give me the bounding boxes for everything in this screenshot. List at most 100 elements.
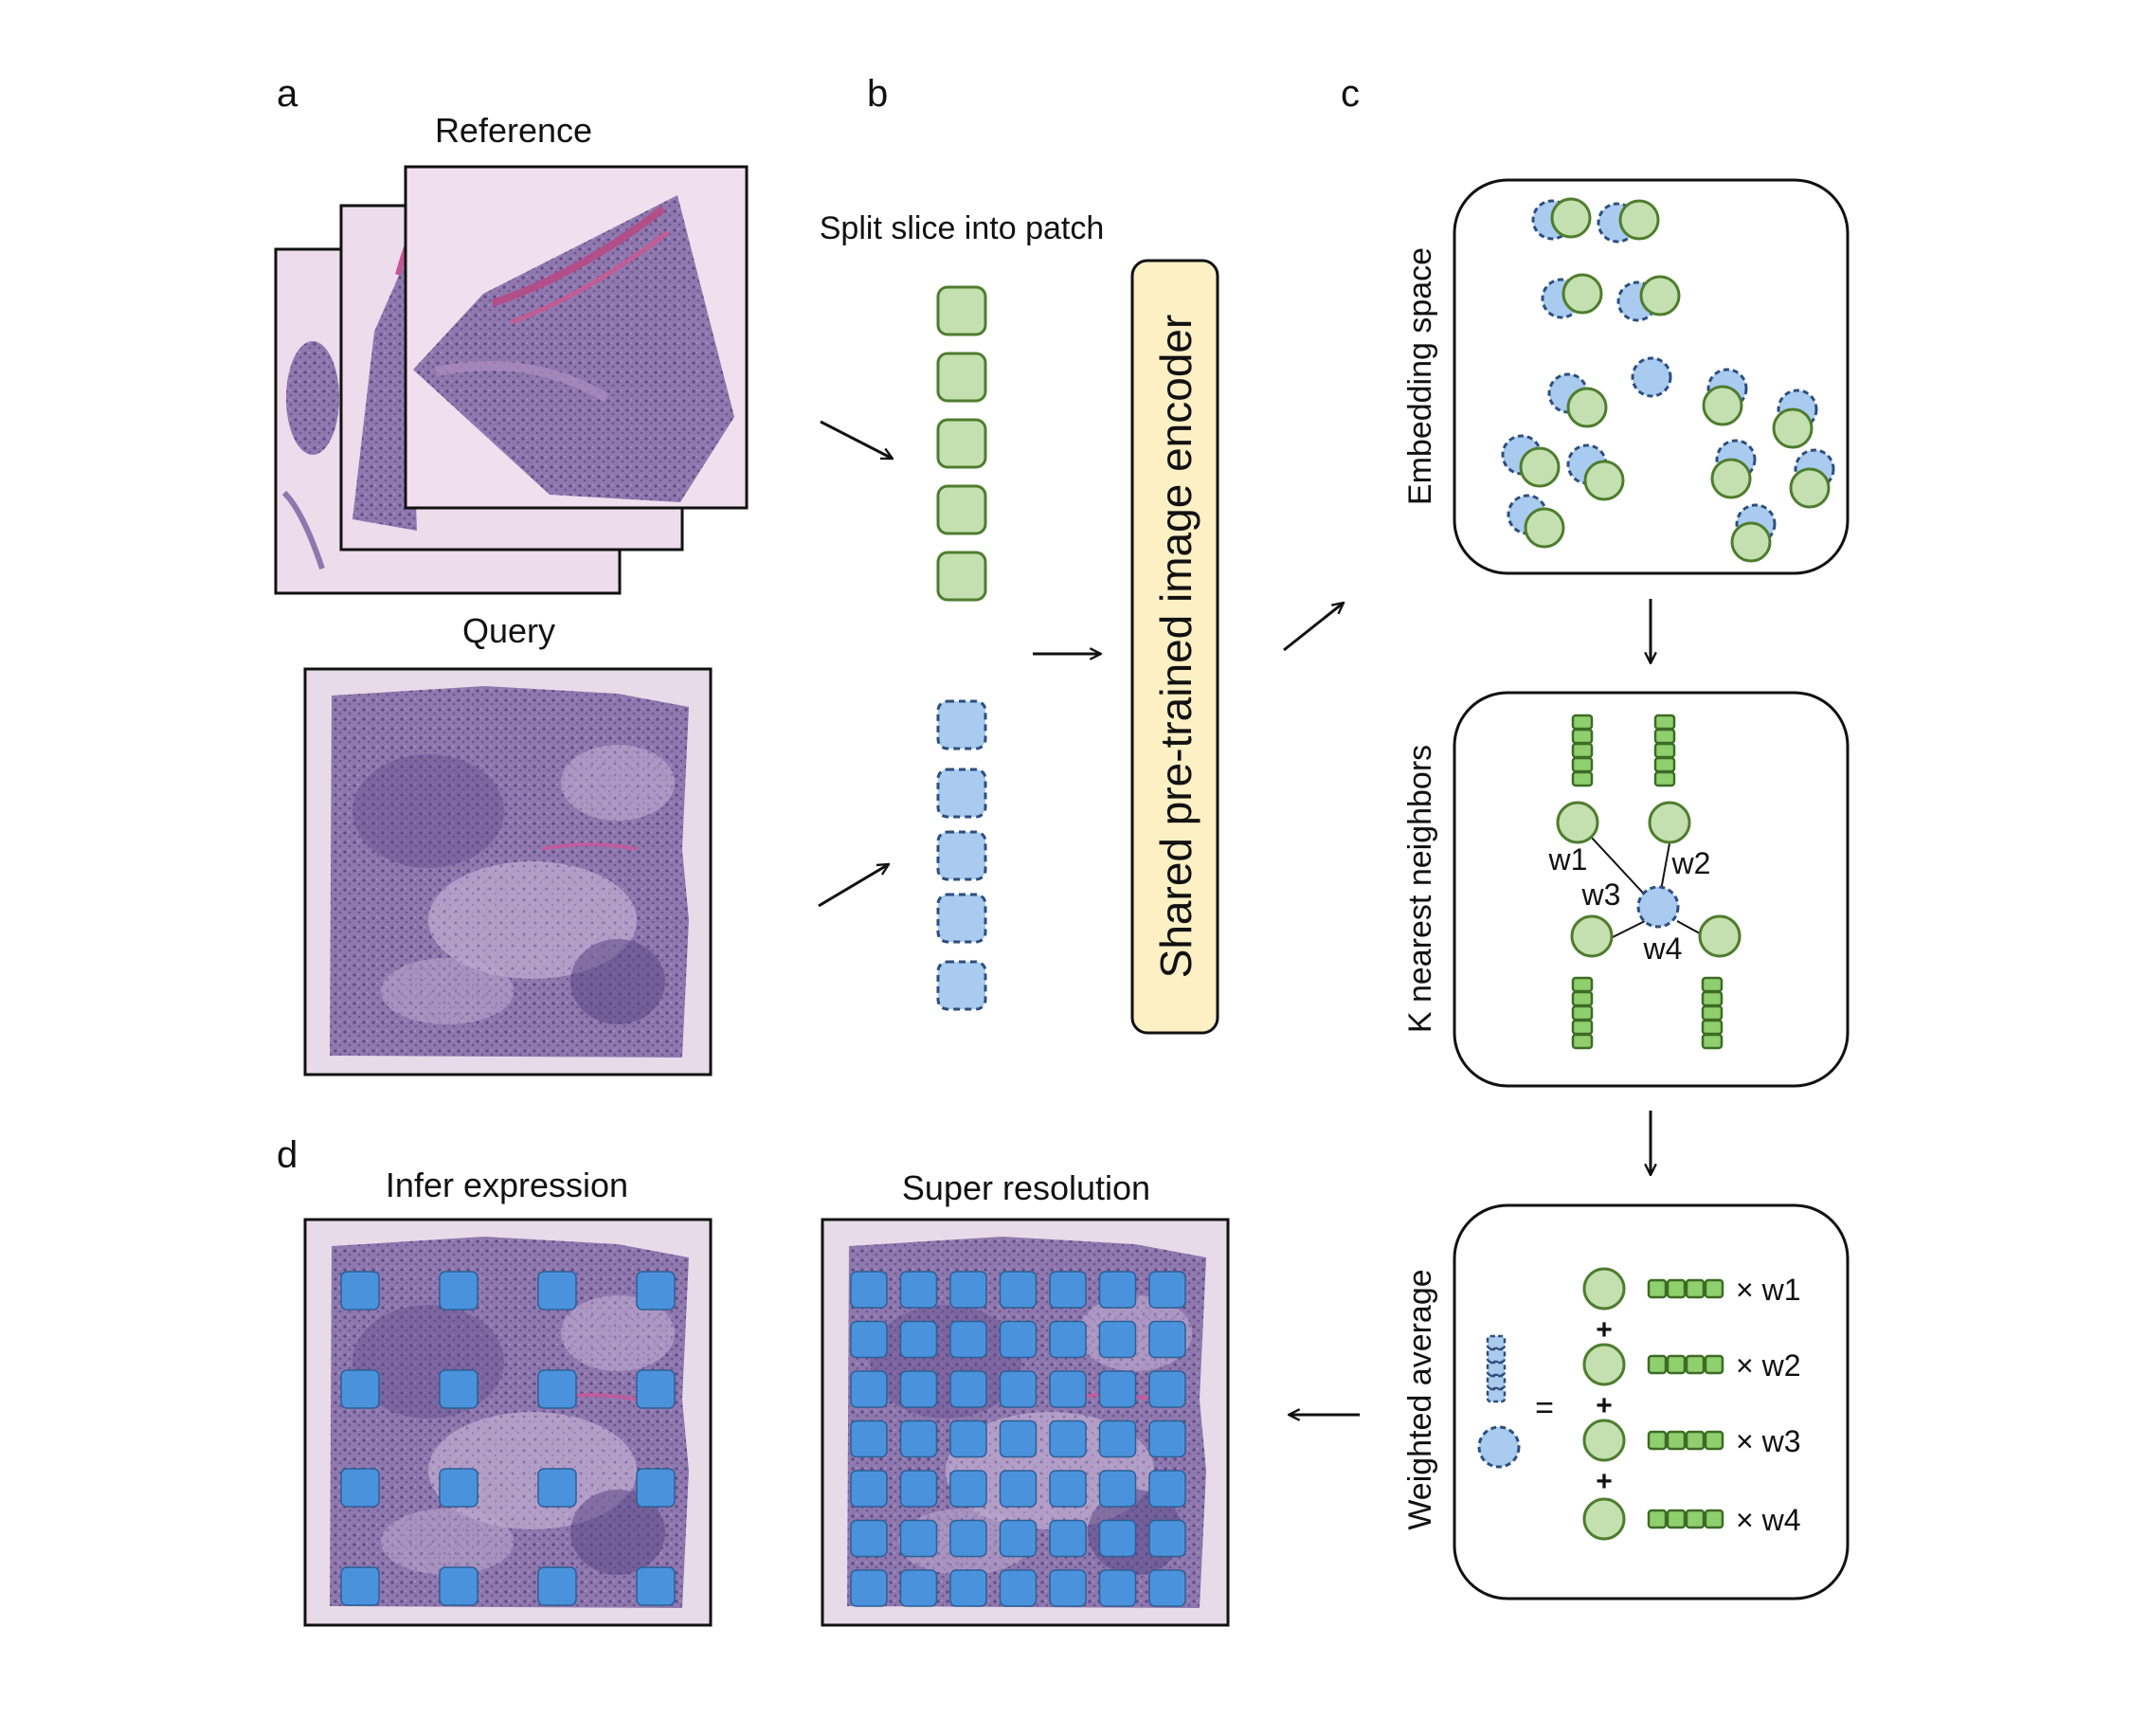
knn-box: K nearest neighbors w1 w2 w3 w4 [1402, 691, 1850, 1088]
query-patch [936, 893, 987, 944]
equals-sign: = [1535, 1390, 1554, 1426]
query-expression-bar [1486, 1334, 1507, 1403]
expression-spot [999, 1370, 1038, 1408]
neighbor-node [1582, 1343, 1626, 1386]
times-weight-label: × w4 [1736, 1503, 1800, 1537]
expression-spot [899, 1370, 938, 1408]
query-patch [936, 768, 987, 819]
expression-spot [636, 1271, 676, 1311]
reference-label: Reference [435, 111, 592, 150]
panel-letter-a: a [277, 73, 298, 115]
expression-spot [340, 1566, 380, 1606]
neighbor-node [1582, 1267, 1626, 1311]
arrow-encoder-to-embedding [1283, 603, 1344, 652]
expression-spot [899, 1519, 938, 1558]
expression-bar [1571, 714, 1594, 787]
expression-spot [949, 1470, 987, 1508]
reference-slice-front [404, 165, 749, 510]
expression-bar-horizontal [1647, 1509, 1724, 1529]
reference-patch [936, 551, 987, 602]
weight-label: w1 [1548, 842, 1588, 877]
query-slice [303, 667, 713, 1076]
expression-spot [340, 1271, 380, 1311]
reference-embedding [1583, 460, 1625, 501]
expression-spot [1049, 1320, 1087, 1359]
query-patch [936, 830, 987, 881]
neighbor-node [1582, 1497, 1626, 1541]
reference-embedding [1772, 407, 1814, 449]
reference-patch [936, 352, 987, 403]
reference-embedding [1702, 385, 1743, 426]
reference-embedding [1639, 275, 1681, 316]
neighbor-node [1556, 801, 1599, 844]
reference-embedding [1524, 507, 1565, 549]
reference-embedding [1519, 446, 1561, 488]
expression-spot [1098, 1271, 1137, 1309]
expression-spot [439, 1271, 478, 1311]
expression-spot [899, 1470, 938, 1508]
reference-embedding [1730, 521, 1772, 563]
expression-spot [999, 1519, 1038, 1558]
expression-spot [537, 1271, 577, 1311]
infer-spot-grid [340, 1271, 676, 1606]
expression-spot [850, 1470, 888, 1508]
neighbor-edge [1590, 836, 1653, 904]
weight-label: w3 [1581, 877, 1621, 912]
query-label: Query [462, 611, 555, 650]
expression-spot [899, 1271, 938, 1309]
expression-spot [537, 1369, 577, 1409]
expression-spot [1098, 1370, 1137, 1408]
neighbor-node [1698, 914, 1742, 958]
expression-spot [999, 1320, 1038, 1359]
neighbor-edge [1610, 918, 1650, 939]
expression-spot [439, 1468, 478, 1508]
times-weight-label: × w3 [1736, 1424, 1800, 1458]
query-node [1636, 885, 1680, 929]
super-spot-grid [850, 1271, 1186, 1607]
expression-spot [850, 1569, 888, 1607]
neighbor-node [1648, 801, 1691, 844]
expression-spot [1049, 1271, 1087, 1309]
expression-spot [850, 1320, 888, 1359]
expression-spot [1049, 1470, 1087, 1508]
expression-spot [537, 1566, 577, 1606]
embedding-space-label: Embedding space [1402, 247, 1438, 505]
times-weight-label: × w2 [1736, 1348, 1800, 1383]
expression-bar [1701, 976, 1724, 1050]
expression-spot [949, 1271, 987, 1309]
image-encoder-box: Shared pre-trained image encoder [1130, 259, 1219, 1035]
expression-spot [1098, 1569, 1137, 1607]
reference-embedding [1789, 467, 1831, 509]
expression-spot [999, 1420, 1038, 1458]
expression-spot [899, 1420, 938, 1458]
expression-spot [1148, 1370, 1186, 1408]
reference-embedding [1550, 197, 1592, 239]
expression-spot [999, 1271, 1038, 1309]
query-patch [936, 699, 987, 750]
expression-spot [899, 1320, 938, 1359]
expression-spot [1049, 1519, 1087, 1558]
expression-spot [850, 1271, 888, 1309]
expression-spot [1148, 1519, 1186, 1558]
panel-letter-c: c [1341, 73, 1360, 115]
reference-patch [936, 285, 987, 336]
expression-bar-horizontal [1647, 1430, 1724, 1451]
reference-embedding [1566, 387, 1608, 428]
expression-spot [949, 1320, 987, 1359]
expression-spot [1049, 1420, 1087, 1458]
expression-spot [537, 1468, 577, 1508]
neighbor-node [1570, 914, 1614, 958]
expression-spot [999, 1470, 1038, 1508]
weight-label: w4 [1643, 931, 1683, 966]
expression-spot [1098, 1470, 1137, 1508]
expression-spot [1098, 1519, 1137, 1558]
expression-spot [850, 1519, 888, 1558]
super-resolution-slice [821, 1218, 1230, 1627]
expression-spot [949, 1519, 987, 1558]
query-node [1477, 1425, 1521, 1469]
expression-spot [1148, 1470, 1186, 1508]
neighbor-node [1582, 1419, 1626, 1462]
expression-spot [1098, 1420, 1137, 1458]
plus-sign: + [1596, 1466, 1613, 1497]
